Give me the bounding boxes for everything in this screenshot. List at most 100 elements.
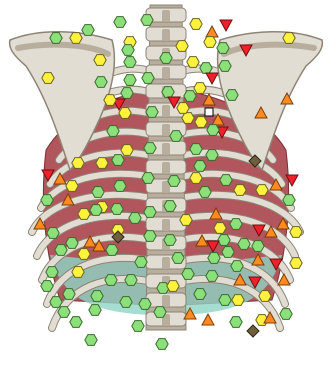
green-hexagon-marker-61 xyxy=(156,339,168,350)
orange-triangle-up-marker-20 xyxy=(202,314,214,325)
green-hexagon-marker-20 xyxy=(207,125,219,136)
green-hexagon-marker-51 xyxy=(120,297,132,308)
yellow-hexagon-marker-23 xyxy=(180,215,192,226)
green-hexagon-marker-41 xyxy=(172,253,184,264)
yellow-hexagon-marker-9 xyxy=(187,57,199,68)
green-hexagon-marker-34 xyxy=(47,228,59,239)
green-hexagon-marker-37 xyxy=(164,235,176,246)
spinous-process-6 xyxy=(162,105,170,117)
orange-triangle-up-marker-1 xyxy=(206,26,218,37)
yellow-hexagon-marker-11 xyxy=(119,108,131,119)
green-hexagon-marker-24 xyxy=(142,173,154,184)
green-hexagon-marker-53 xyxy=(194,289,206,300)
green-hexagon-marker-54 xyxy=(219,295,231,306)
green-hexagon-marker-7 xyxy=(124,57,136,68)
green-hexagon-marker-55 xyxy=(50,297,62,308)
green-hexagon-marker-23 xyxy=(114,181,126,192)
green-hexagon-marker-66 xyxy=(90,205,102,216)
white-square-marker-1 xyxy=(205,108,213,116)
yellow-hexagon-marker-13 xyxy=(195,117,207,128)
yellow-hexagon-marker-33 xyxy=(78,209,90,220)
green-hexagon-marker-44 xyxy=(46,267,58,278)
spinous-process-2 xyxy=(162,29,170,41)
yellow-hexagon-marker-8 xyxy=(176,41,188,52)
yellow-hexagon-marker-2 xyxy=(190,19,202,30)
green-hexagon-marker-17 xyxy=(144,143,156,154)
yellow-hexagon-marker-28 xyxy=(167,281,179,292)
green-hexagon-marker-6 xyxy=(122,45,134,56)
green-hexagon-marker-5 xyxy=(50,33,62,44)
green-hexagon-marker-11 xyxy=(124,75,136,86)
green-hexagon-marker-32 xyxy=(164,201,176,212)
yellow-hexagon-marker-35 xyxy=(214,223,226,234)
green-hexagon-marker-39 xyxy=(55,245,67,256)
yellow-hexagon-marker-10 xyxy=(194,83,206,94)
green-hexagon-marker-8 xyxy=(160,53,172,64)
yellow-hexagon-marker-3 xyxy=(204,37,216,48)
green-hexagon-marker-60 xyxy=(85,335,97,346)
spinous-process-1 xyxy=(162,10,170,22)
yellow-hexagon-marker-26 xyxy=(290,258,302,269)
yellow-hexagon-marker-24 xyxy=(290,227,302,238)
green-hexagon-marker-28 xyxy=(41,195,53,206)
green-hexagon-marker-57 xyxy=(154,307,166,318)
green-hexagon-marker-12 xyxy=(142,73,154,84)
green-hexagon-marker-3 xyxy=(141,15,153,26)
yellow-hexagon-marker-18 xyxy=(190,173,202,184)
yellow-hexagon-marker-30 xyxy=(259,291,271,302)
green-hexagon-marker-56 xyxy=(89,305,101,316)
green-hexagon-marker-40 xyxy=(135,257,147,268)
green-hexagon-marker-67 xyxy=(222,247,234,258)
green-hexagon-marker-58 xyxy=(230,317,242,328)
green-hexagon-marker-76 xyxy=(58,307,70,318)
green-hexagon-marker-48 xyxy=(41,281,53,292)
green-hexagon-marker-14 xyxy=(162,87,174,98)
yellow-hexagon-marker-12 xyxy=(182,113,194,124)
green-hexagon-marker-70 xyxy=(199,187,211,198)
green-hexagon-marker-35 xyxy=(66,238,78,249)
spinous-process-9 xyxy=(162,162,170,174)
yellow-hexagon-marker-16 xyxy=(72,158,84,169)
green-hexagon-marker-75 xyxy=(106,245,118,256)
green-hexagon-marker-42 xyxy=(208,253,220,264)
spinous-process-7 xyxy=(162,124,170,136)
green-hexagon-marker-16 xyxy=(170,131,182,142)
spinous-process-12 xyxy=(162,219,170,231)
yellow-hexagon-marker-14 xyxy=(121,145,133,156)
green-hexagon-marker-69 xyxy=(226,90,238,101)
green-hexagon-marker-21 xyxy=(112,155,124,166)
green-hexagon-marker-45 xyxy=(105,275,117,286)
green-hexagon-marker-72 xyxy=(70,317,82,328)
green-hexagon-marker-2 xyxy=(114,17,126,28)
green-hexagon-marker-33 xyxy=(230,219,242,230)
green-hexagon-marker-63 xyxy=(95,77,107,88)
spinous-process-14 xyxy=(162,257,170,269)
green-hexagon-marker-26 xyxy=(220,175,232,186)
green-hexagon-marker-22 xyxy=(92,187,104,198)
yellow-hexagon-marker-19 xyxy=(234,185,246,196)
green-hexagon-marker-10 xyxy=(219,61,231,72)
green-hexagon-marker-71 xyxy=(139,299,151,310)
yellow-hexagon-marker-27 xyxy=(72,267,84,278)
green-hexagon-marker-27 xyxy=(283,195,295,206)
green-hexagon-marker-25 xyxy=(168,176,180,187)
yellow-hexagon-marker-4 xyxy=(283,33,295,44)
yellow-hexagon-marker-34 xyxy=(177,103,189,114)
green-hexagon-marker-65 xyxy=(107,126,119,137)
green-hexagon-marker-43 xyxy=(231,261,243,272)
yellow-hexagon-marker-25 xyxy=(78,249,90,260)
yellow-hexagon-marker-20 xyxy=(256,185,268,196)
green-hexagon-marker-64 xyxy=(184,91,196,102)
red-triangle-down-marker-3 xyxy=(206,73,218,84)
yellow-hexagon-marker-6 xyxy=(94,55,106,66)
yellow-hexagon-marker-1 xyxy=(70,33,82,44)
olive-diamond-marker-3 xyxy=(247,325,259,337)
green-hexagon-marker-18 xyxy=(190,144,202,155)
green-hexagon-marker-47 xyxy=(206,271,218,282)
green-hexagon-marker-38 xyxy=(218,235,230,246)
green-hexagon-marker-62 xyxy=(132,321,144,332)
green-hexagon-marker-46 xyxy=(125,275,137,286)
green-hexagon-marker-4 xyxy=(217,43,229,54)
green-hexagon-marker-15 xyxy=(146,107,158,118)
